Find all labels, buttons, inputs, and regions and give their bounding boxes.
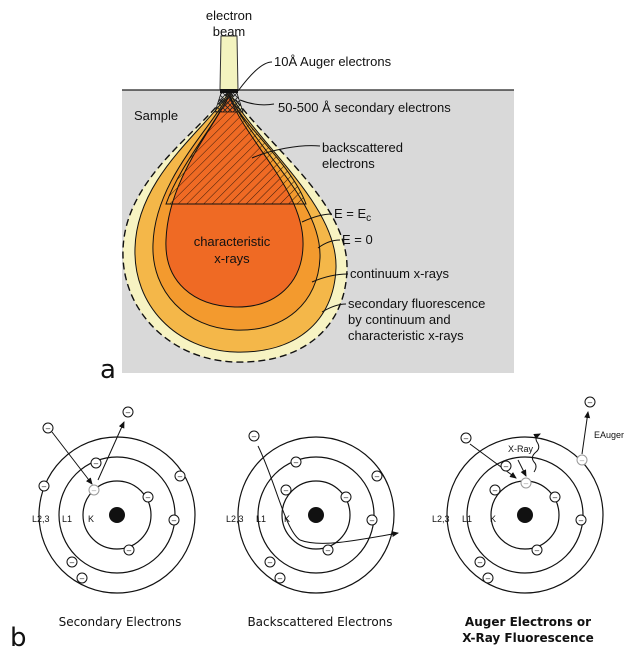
characteristic-label-2: x-rays <box>214 251 250 266</box>
caption-secondary: Secondary Electrons <box>59 615 182 629</box>
panel-b: L2,3 L1 K – – – – – – – – – – – Secondar… <box>10 396 624 653</box>
svg-text:–: – <box>146 493 151 502</box>
nucleus <box>517 507 533 523</box>
shell-label-mid: L1 <box>62 514 72 524</box>
svg-text:–: – <box>70 558 75 567</box>
svg-text:–: – <box>375 472 380 481</box>
panel-a: electron beam 10Å Auger electrons Sample… <box>100 8 514 385</box>
svg-text:–: – <box>126 408 131 417</box>
caption-auger-1: Auger Electrons or <box>465 615 591 629</box>
svg-text:–: – <box>268 558 273 567</box>
continuum-label: continuum x-rays <box>350 266 449 281</box>
svg-text:–: – <box>344 493 349 502</box>
svg-text:–: – <box>580 456 585 465</box>
fluorescence-label-3: characteristic x-rays <box>348 328 464 343</box>
auger-layer <box>220 89 238 93</box>
electrons: – – – – – – – – – – – <box>460 396 596 584</box>
svg-text:–: – <box>127 546 132 555</box>
sample-label: Sample <box>134 108 178 123</box>
svg-text:–: – <box>278 574 283 583</box>
svg-text:–: – <box>294 458 299 467</box>
e-ec-label: E = Ec <box>334 206 371 224</box>
svg-text:–: – <box>370 516 375 525</box>
secondary-label: 50-500 Å secondary electrons <box>278 100 451 115</box>
shell-label-outer: L2,3 <box>226 514 244 524</box>
shell-label-mid: L1 <box>256 514 266 524</box>
svg-text:–: – <box>92 486 97 495</box>
fluorescence-label-1: secondary fluorescence <box>348 296 485 311</box>
caption-backscattered: Backscattered Electrons <box>247 615 392 629</box>
shell-label-mid: L1 <box>462 514 472 524</box>
panel-b-letter: b <box>10 623 27 653</box>
characteristic-label-1: characteristic <box>194 234 271 249</box>
svg-text:–: – <box>504 462 509 471</box>
svg-text:–: – <box>80 574 85 583</box>
e-zero-label: E = 0 <box>342 232 373 247</box>
svg-text:–: – <box>252 432 257 441</box>
atom-diagram-backscattered: L2,3 L1 K – – – – – – – – – Backscattere… <box>226 430 399 629</box>
fluorescence-label-2: by continuum and <box>348 312 451 327</box>
backscattered-label-1: backscattered <box>322 140 403 155</box>
backscattered-label-2: electrons <box>322 156 375 171</box>
electrons: – – – – – – – – – – – <box>38 406 186 584</box>
beam-label-1: electron <box>206 8 252 23</box>
atom-diagram-auger: L2,3 L1 K X-Ray EAuger – – – – – – – – –… <box>432 396 624 645</box>
svg-text:–: – <box>493 486 498 495</box>
shell-label-inner: K <box>490 514 496 524</box>
beam-label-2: beam <box>213 24 246 39</box>
svg-text:–: – <box>478 558 483 567</box>
electrons: – – – – – – – – – <box>248 430 383 584</box>
svg-text:–: – <box>486 574 491 583</box>
svg-text:–: – <box>535 546 540 555</box>
svg-text:–: – <box>284 486 289 495</box>
shell-label-outer: L2,3 <box>432 514 450 524</box>
svg-text:–: – <box>464 434 469 443</box>
panel-a-letter: a <box>100 355 116 385</box>
svg-text:–: – <box>588 398 593 407</box>
atom-diagram-secondary: L2,3 L1 K – – – – – – – – – – – Secondar… <box>32 406 196 629</box>
auger-label: 10Å Auger electrons <box>274 54 392 69</box>
svg-text:–: – <box>326 546 331 555</box>
svg-text:–: – <box>579 516 584 525</box>
caption-auger-2: X-Ray Fluorescence <box>462 631 594 645</box>
svg-text:–: – <box>172 516 177 525</box>
electron-beam <box>219 35 239 91</box>
shell-label-outer: L2,3 <box>32 514 50 524</box>
e-auger-label: EAuger <box>594 430 624 440</box>
shell-label-inner: K <box>88 514 94 524</box>
xray-label: X-Ray <box>508 444 534 454</box>
nucleus <box>308 507 324 523</box>
leader-lines <box>237 61 349 313</box>
svg-text:–: – <box>524 479 529 488</box>
shell-label-inner: K <box>284 514 290 524</box>
svg-text:–: – <box>46 424 51 433</box>
svg-text:–: – <box>94 459 99 468</box>
nucleus <box>109 507 125 523</box>
svg-text:–: – <box>553 493 558 502</box>
svg-text:–: – <box>42 482 47 491</box>
svg-text:–: – <box>178 472 183 481</box>
